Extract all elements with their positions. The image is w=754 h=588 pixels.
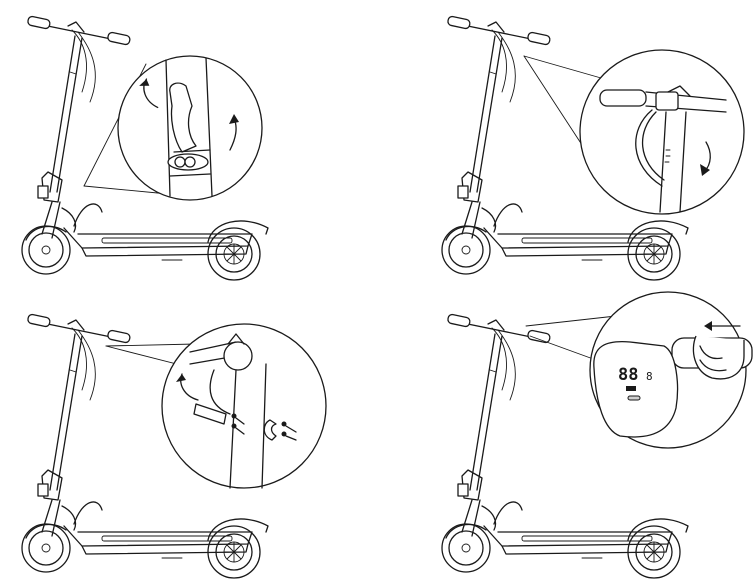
panel-step-1	[21, 15, 269, 281]
panel-step-3	[21, 313, 327, 579]
screw-icon	[231, 413, 297, 441]
detail-magnifier	[117, 55, 263, 201]
down-arrow-icon	[700, 141, 711, 176]
power-button	[627, 395, 641, 401]
side-readout: 8	[646, 370, 653, 383]
speed-readout: 88	[618, 365, 638, 385]
battery-icon	[626, 386, 636, 391]
panel-step-4: 88 8	[441, 291, 753, 579]
detail-magnifier	[579, 49, 745, 215]
left-arrow-icon	[704, 321, 741, 331]
display-panel: 88 8	[618, 365, 653, 401]
panel-step-2	[441, 15, 745, 281]
rotate-arrow-icon	[229, 114, 239, 151]
detail-magnifier	[161, 323, 327, 489]
detail-magnifier: 88 8	[589, 291, 753, 449]
